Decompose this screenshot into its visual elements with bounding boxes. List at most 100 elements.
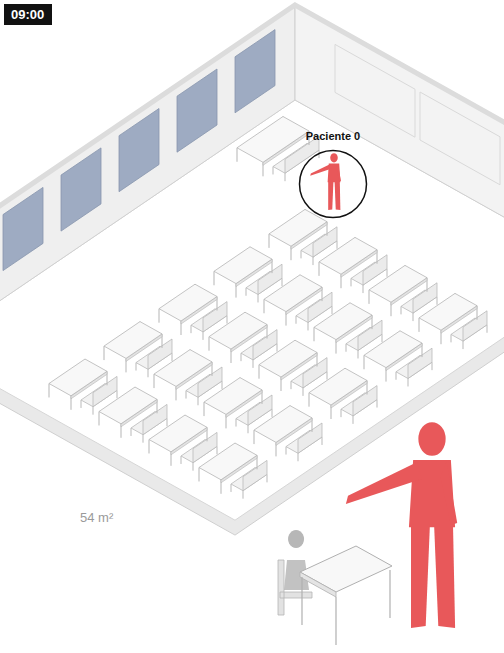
time-box: 09:00	[4, 4, 52, 25]
desk-top	[149, 415, 207, 452]
desk-top	[204, 378, 262, 415]
chair-leg	[377, 400, 378, 408]
desk-leg	[264, 299, 265, 313]
desk-leg	[309, 393, 310, 407]
window	[3, 187, 43, 270]
desk-leg	[149, 439, 150, 453]
desk-leg	[364, 355, 365, 369]
student-desk	[237, 116, 319, 181]
chair-leg	[308, 322, 309, 330]
desk-leg	[369, 290, 370, 304]
chair-leg	[277, 344, 278, 352]
chair-leg	[253, 360, 254, 368]
chair-leg	[81, 400, 82, 408]
chair-leg	[313, 257, 314, 265]
wall-panel	[335, 44, 415, 137]
chair-leg	[351, 278, 352, 286]
chair-leg	[286, 447, 287, 455]
desk-leg	[99, 411, 100, 425]
chair-leg	[148, 369, 149, 377]
chair-leg	[413, 313, 414, 321]
chair-leg	[273, 166, 274, 174]
time-label: 09:00	[11, 7, 45, 22]
desk-top	[309, 368, 367, 405]
desk-leg	[204, 402, 205, 416]
chair-leg	[193, 463, 194, 471]
chair-leg	[246, 288, 247, 296]
circle-outline	[298, 149, 368, 219]
chair-leg	[341, 409, 342, 417]
patient-figure-small	[310, 153, 341, 210]
figure-arm	[440, 462, 457, 525]
window	[177, 69, 217, 152]
chair-leg	[337, 241, 338, 249]
figure-leg	[434, 525, 455, 628]
chair-leg	[437, 297, 438, 305]
chair-leg	[463, 341, 464, 349]
student-desk	[419, 293, 487, 349]
desk-leg	[237, 148, 238, 162]
desk-top	[264, 275, 322, 312]
chair-leg	[172, 353, 173, 361]
desk-leg	[199, 467, 200, 481]
chair-leg	[186, 391, 187, 399]
chair-leg	[327, 372, 328, 380]
chair-leg	[322, 437, 323, 445]
desk-leg	[209, 337, 210, 351]
figure-head	[330, 153, 338, 162]
circle-outline-shape	[300, 151, 367, 218]
desk-top	[369, 265, 427, 302]
desk-top	[209, 312, 267, 349]
chair-leg	[191, 325, 192, 333]
chair-leg	[136, 363, 137, 371]
desk-top	[49, 359, 107, 396]
chair-leg	[346, 344, 347, 352]
desk-leg	[49, 383, 50, 397]
chair-leg	[401, 306, 402, 314]
desk-top	[99, 387, 157, 424]
desk-top	[237, 117, 309, 163]
desk-top	[214, 247, 272, 284]
desk-top	[154, 350, 212, 387]
chair-leg	[363, 285, 364, 293]
desk-top	[104, 322, 162, 359]
desk-top	[259, 340, 317, 377]
chair-leg	[451, 334, 452, 342]
chair-leg	[241, 353, 242, 361]
desk-leg	[269, 234, 270, 248]
chair-leg	[301, 250, 302, 258]
figure-leg	[411, 525, 430, 628]
chair-leg	[267, 474, 268, 482]
chair-leg	[408, 378, 409, 386]
desk-leg	[159, 309, 160, 323]
desk-top	[419, 293, 477, 330]
student-desk	[199, 443, 267, 499]
foreground-desk	[278, 530, 392, 645]
desk-leg	[154, 374, 155, 388]
chair-leg	[181, 456, 182, 464]
chair-leg	[227, 316, 228, 324]
chair-leg	[303, 388, 304, 396]
chair-leg	[358, 350, 359, 358]
chair-leg	[167, 418, 168, 426]
chair-leg	[432, 362, 433, 370]
chair-leg	[298, 453, 299, 461]
desk-top	[254, 406, 312, 443]
figure-leg	[328, 182, 333, 210]
patient-figure-large	[346, 422, 457, 628]
window	[235, 30, 275, 113]
figure-arm	[310, 164, 331, 176]
desk-leg	[214, 271, 215, 285]
desk-front	[300, 572, 336, 597]
desk-leg	[389, 570, 390, 618]
student-desk	[254, 406, 322, 462]
chair-leg	[198, 397, 199, 405]
figure-arm	[346, 462, 422, 504]
chair-leg	[396, 372, 397, 380]
chair-leg	[272, 409, 273, 417]
chair-leg	[203, 332, 204, 340]
wall-top	[0, 5, 504, 254]
chair-leg	[222, 381, 223, 389]
desk-leg	[104, 346, 105, 360]
